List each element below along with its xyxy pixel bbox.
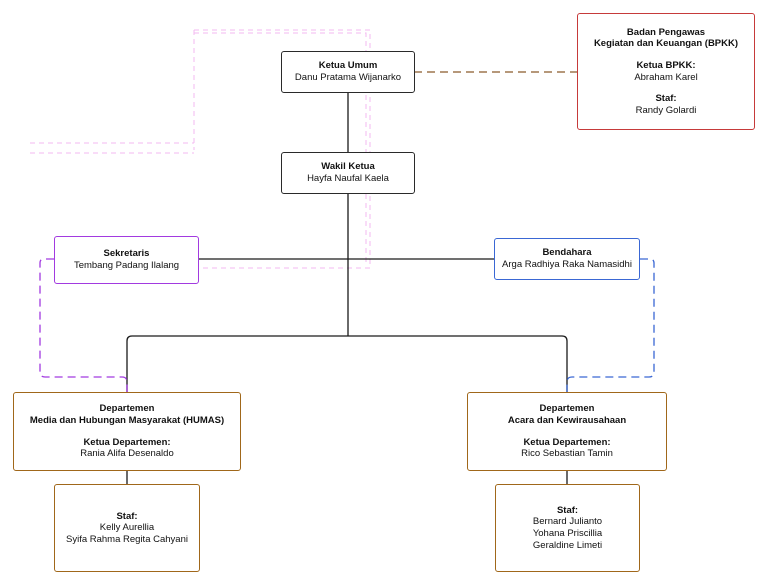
wakil-ketua-box[interactable]: Wakil Ketua Hayfa Naufal Kaela xyxy=(281,152,415,194)
bendahara-title: Bendahara xyxy=(542,247,592,259)
acara-department-box[interactable]: Departemen Acara dan Kewirausahaan Ketua… xyxy=(467,392,667,471)
departments-branch-line xyxy=(126,335,568,392)
humas-title-line2: Media dan Hubungan Masyarakat (HUMAS) xyxy=(29,414,225,426)
wakil-ketua-name: Hayfa Naufal Kaela xyxy=(307,173,389,184)
acara-staf-box[interactable]: Staf: Bernard Julianto Yohana Priscillia… xyxy=(495,484,640,572)
sekretaris-box[interactable]: Sekretaris Tembang Padang Ilalang xyxy=(54,236,199,284)
ketua-umum-title: Ketua Umum xyxy=(318,60,378,72)
sekretaris-title: Sekretaris xyxy=(103,248,150,260)
wakil-ketua-title: Wakil Ketua xyxy=(321,161,375,173)
bendahara-box[interactable]: Bendahara Arga Radhiya Raka Namasidhi xyxy=(494,238,640,280)
bpkk-box[interactable]: Badan Pengawas Kegiatan dan Keuangan (BP… xyxy=(577,13,755,130)
bpkk-title-line1: Badan Pengawas xyxy=(626,26,706,38)
acara-staf-label: Staf: xyxy=(556,504,579,516)
bpkk-ketua-label: Ketua BPKK: xyxy=(636,59,696,71)
sekretaris-name: Tembang Padang Ilalang xyxy=(73,260,180,271)
humas-staf-label: Staf: xyxy=(116,510,138,522)
humas-staf-box[interactable]: Staf: Kelly Aurellia Syifa Rahma Regita … xyxy=(54,484,200,572)
acara-ketua-label: Ketua Departemen: xyxy=(523,436,611,448)
acara-title-line1: Departemen xyxy=(539,403,595,415)
humas-staf-member: Syifa Rahma Regita Cahyani xyxy=(66,533,188,545)
bendahara-name: Arga Radhiya Raka Namasidhi xyxy=(502,259,632,270)
acara-title-line2: Acara dan Kewirausahaan xyxy=(507,414,627,426)
bpkk-staf-label: Staf: xyxy=(655,93,677,105)
sekretaris-to-humas-dashed-line xyxy=(39,258,128,392)
humas-department-box[interactable]: Departemen Media dan Hubungan Masyarakat… xyxy=(13,392,241,471)
humas-staf-member: Kelly Aurellia xyxy=(99,522,155,534)
humas-title-line1: Departemen xyxy=(99,403,155,415)
acara-ketua-name: Rico Sebastian Tamin xyxy=(521,448,613,460)
ketua-umum-box[interactable]: Ketua Umum Danu Pratama Wijanarko xyxy=(281,51,415,93)
bpkk-ketua-name: Abraham Karel xyxy=(634,71,698,83)
ghost-guide-outer xyxy=(194,29,371,269)
acara-staf-member: Geraldine Limeti xyxy=(532,539,603,551)
bpkk-title-line2: Kegiatan dan Keuangan (BPKK) xyxy=(593,38,739,50)
acara-staf-member: Bernard Julianto xyxy=(532,516,603,528)
bpkk-staf-name: Randy Golardi xyxy=(635,104,697,116)
humas-ketua-name: Rania Alifa Desenaldo xyxy=(80,448,174,460)
ketua-umum-name: Danu Pratama Wijanarko xyxy=(294,72,402,83)
bendahara-to-acara-dashed-line xyxy=(566,258,655,392)
solid-connectors xyxy=(126,92,568,484)
acara-staf-member: Yohana Priscillia xyxy=(532,528,603,539)
humas-ketua-label: Ketua Departemen: xyxy=(83,436,171,448)
